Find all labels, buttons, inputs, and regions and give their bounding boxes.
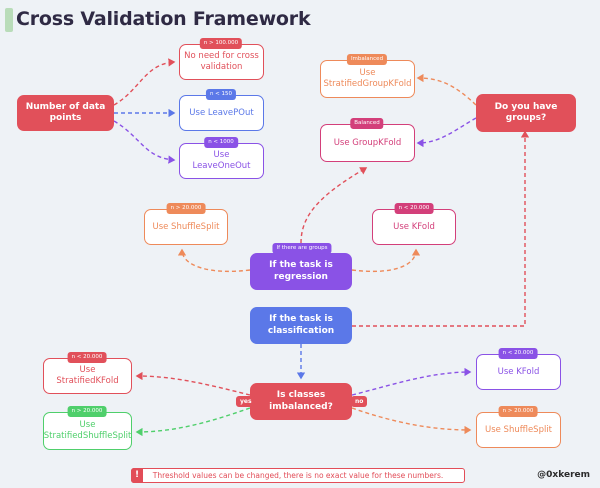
arrow-to-leave-one-out bbox=[113, 120, 176, 164]
author-credit: @0xkerem bbox=[537, 470, 590, 480]
regression-tag: If there are groups bbox=[272, 243, 332, 254]
no-cv-tag: n > 100.000 bbox=[199, 38, 243, 49]
shuffle-split-top-tag: n > 20.000 bbox=[166, 203, 206, 214]
arrow-to-kfold-top bbox=[351, 248, 421, 273]
regression-node: If the task is regression bbox=[250, 253, 352, 290]
kfold-top-tag: n < 20.000 bbox=[394, 203, 434, 214]
stratified-kfold-tag: n < 20.000 bbox=[67, 352, 107, 363]
groups-question-node: Do you have groups? bbox=[476, 94, 576, 132]
leave-p-out-tag: n < 150 bbox=[205, 89, 237, 100]
arrow-to-stratified-shuffle-split bbox=[135, 407, 251, 437]
yes-label: yes bbox=[236, 396, 256, 407]
stratified-group-kfold-tag: Imbalanced bbox=[346, 54, 388, 65]
leave-p-out-node: Use LeavePOut bbox=[179, 95, 264, 131]
warning-icon: ! bbox=[131, 468, 143, 483]
data-points-node: Number of data points bbox=[17, 95, 114, 131]
kfold-bottom-node: Use KFold bbox=[476, 354, 561, 390]
imbalanced-question-node: Is classes imbalanced? bbox=[250, 383, 352, 420]
arrow-to-shuffle-split-bottom bbox=[351, 407, 472, 435]
arrow-to-group-kfold bbox=[416, 117, 477, 148]
threshold-note: Threshold values can be changed, there i… bbox=[131, 468, 465, 483]
arrow-to-stratified-group-kfold bbox=[416, 73, 477, 106]
stratified-group-kfold-node: Use StratifiedGroupKFold bbox=[320, 60, 415, 98]
arrow-to-kfold-bottom bbox=[351, 367, 472, 396]
arrow-regression-to-groups bbox=[300, 167, 368, 244]
no-label: no bbox=[351, 396, 368, 407]
leave-one-out-node: Use LeaveOneOut bbox=[179, 143, 264, 179]
shuffle-split-top-node: Use ShuffleSplit bbox=[144, 209, 228, 245]
classification-node: If the task is classification bbox=[250, 307, 352, 344]
shuffle-split-bottom-node: Use ShuffleSplit bbox=[476, 412, 561, 448]
kfold-top-node: Use KFold bbox=[372, 209, 456, 245]
title-accent bbox=[5, 8, 13, 32]
arrow-to-stratified-kfold bbox=[135, 371, 251, 396]
page-title: Cross Validation Framework bbox=[16, 8, 311, 30]
stratified-shuffle-split-node: Use StratifiedShuffleSplit bbox=[43, 412, 132, 450]
shuffle-split-bottom-tag: n > 20.000 bbox=[498, 406, 538, 417]
stratified-shuffle-split-tag: n > 20.000 bbox=[67, 406, 107, 417]
kfold-bottom-tag: n < 20.000 bbox=[498, 348, 538, 359]
arrow-to-no-cv bbox=[113, 58, 176, 106]
leave-one-out-tag: n < 1000 bbox=[204, 137, 238, 148]
group-kfold-node: Use GroupKFold bbox=[320, 124, 415, 162]
arrow-classification-to-groups bbox=[352, 130, 530, 327]
no-cv-node: No need for cross validation bbox=[179, 44, 264, 80]
stratified-kfold-node: Use StratifiedKFold bbox=[43, 358, 132, 394]
arrow-to-shuffle-split-top bbox=[177, 248, 251, 273]
group-kfold-tag: Balanced bbox=[350, 118, 384, 129]
